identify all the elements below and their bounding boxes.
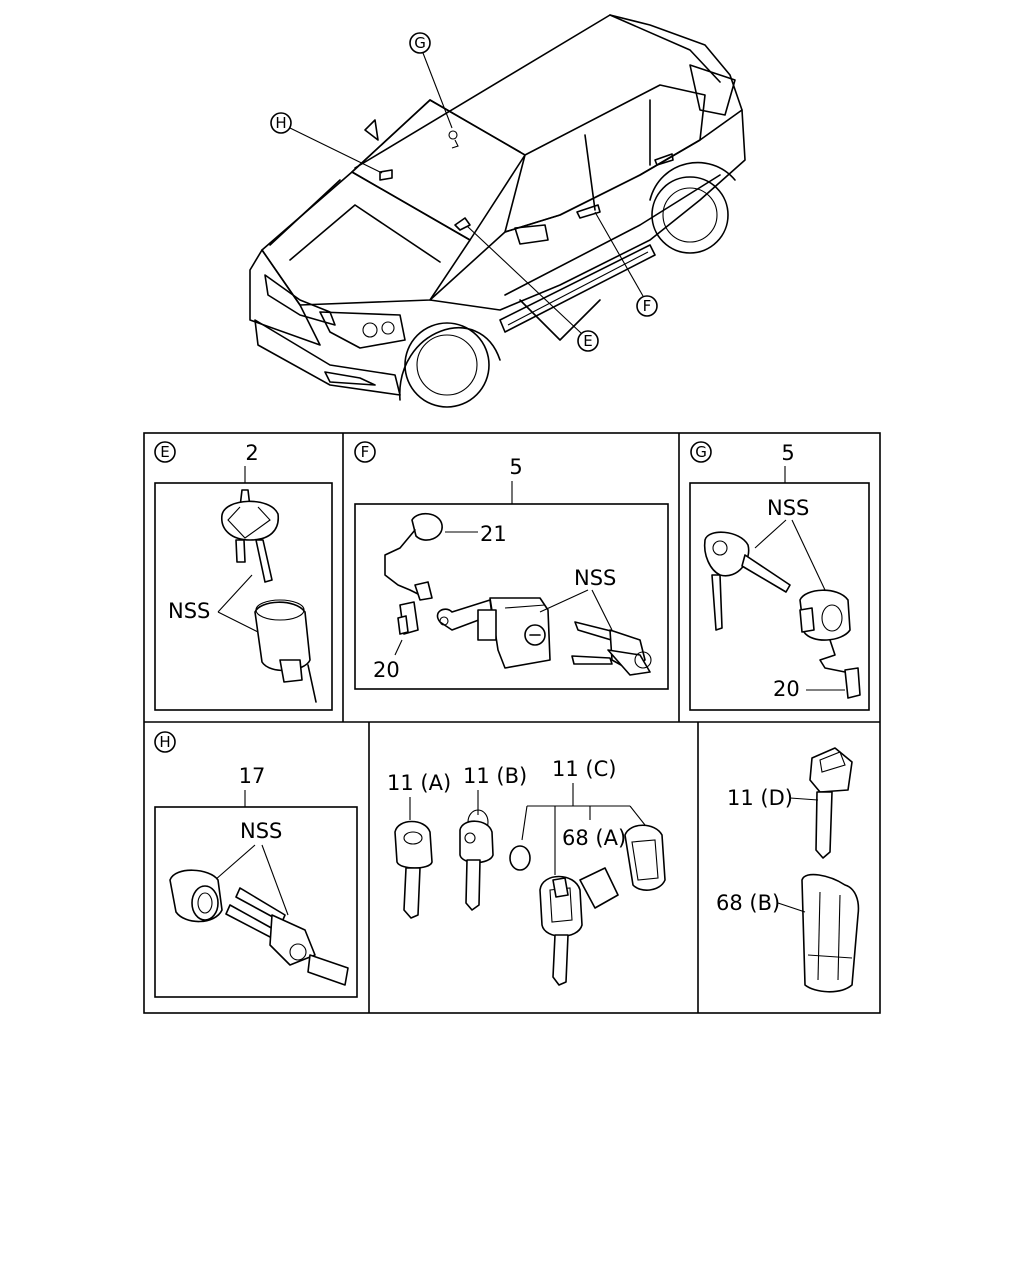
nss-label-g: NSS	[767, 496, 809, 520]
key-label-b: 11 (B)	[463, 764, 527, 788]
svg-text:E: E	[160, 443, 169, 461]
battery-icon	[509, 845, 531, 871]
part-number-20-g: 20	[773, 677, 800, 701]
svg-text:E: E	[583, 332, 592, 350]
callout-g: G	[409, 32, 453, 129]
svg-text:F: F	[361, 443, 370, 461]
remote-key-icon	[801, 873, 860, 993]
key-pair-icon	[571, 621, 652, 676]
case-label-b: 68 (B)	[716, 891, 780, 915]
panel-remote: 11 (D) 68 (B)	[716, 747, 860, 993]
key-icon-g	[703, 531, 791, 631]
callout-f: F	[594, 211, 658, 317]
case-label-a: 68 (A)	[562, 826, 626, 850]
nss-label-f: NSS	[574, 566, 616, 590]
part-number-5-g: 5	[781, 441, 794, 465]
vehicle-illustration	[249, 14, 746, 408]
part-number-5: 5	[509, 455, 522, 479]
ignition-lock-icon	[254, 599, 317, 703]
key-icon	[221, 489, 279, 583]
part-number-20-f: 20	[373, 658, 400, 682]
panel-f: F 5 21 20	[354, 441, 669, 690]
key-a-icon	[394, 820, 433, 919]
key-d-icon	[809, 747, 853, 859]
door-lock-icon-g	[799, 589, 861, 699]
key-label-c: 11 (C)	[552, 757, 616, 781]
clip-icon	[394, 601, 419, 656]
key-shell-icon	[624, 824, 666, 891]
key-b-icon	[459, 809, 494, 911]
part-number-2: 2	[245, 441, 258, 465]
key-label-a: 11 (A)	[387, 771, 451, 795]
panel-keys: 11 (A) 11 (B) 11 (C) 6	[387, 757, 666, 986]
part-number-17: 17	[239, 764, 266, 788]
key-case-a-icon	[579, 867, 619, 909]
panel-grid	[143, 432, 881, 1014]
key-label-d: 11 (D)	[727, 786, 793, 810]
door-lock-wire-icon	[384, 512, 478, 601]
door-lock-icon	[436, 597, 551, 669]
panel-h: H 17 NSS	[154, 731, 358, 998]
svg-text:H: H	[159, 733, 170, 751]
svg-text:H: H	[275, 114, 286, 132]
svg-text:G: G	[695, 443, 707, 461]
remote-key-c-icon	[539, 875, 583, 986]
key-pair-icon-h	[225, 887, 349, 986]
lock-cylinder-icon	[169, 869, 223, 923]
svg-text:F: F	[643, 297, 652, 315]
part-number-21: 21	[480, 522, 507, 546]
callout-h: H	[270, 112, 383, 174]
panel-e: E 2 NSS	[154, 441, 333, 711]
svg-text:G: G	[414, 34, 426, 52]
callout-e: E	[466, 225, 599, 352]
panel-g: G 5 NSS 20	[689, 441, 870, 711]
nss-label-e: NSS	[168, 599, 210, 623]
nss-label-h: NSS	[240, 819, 282, 843]
